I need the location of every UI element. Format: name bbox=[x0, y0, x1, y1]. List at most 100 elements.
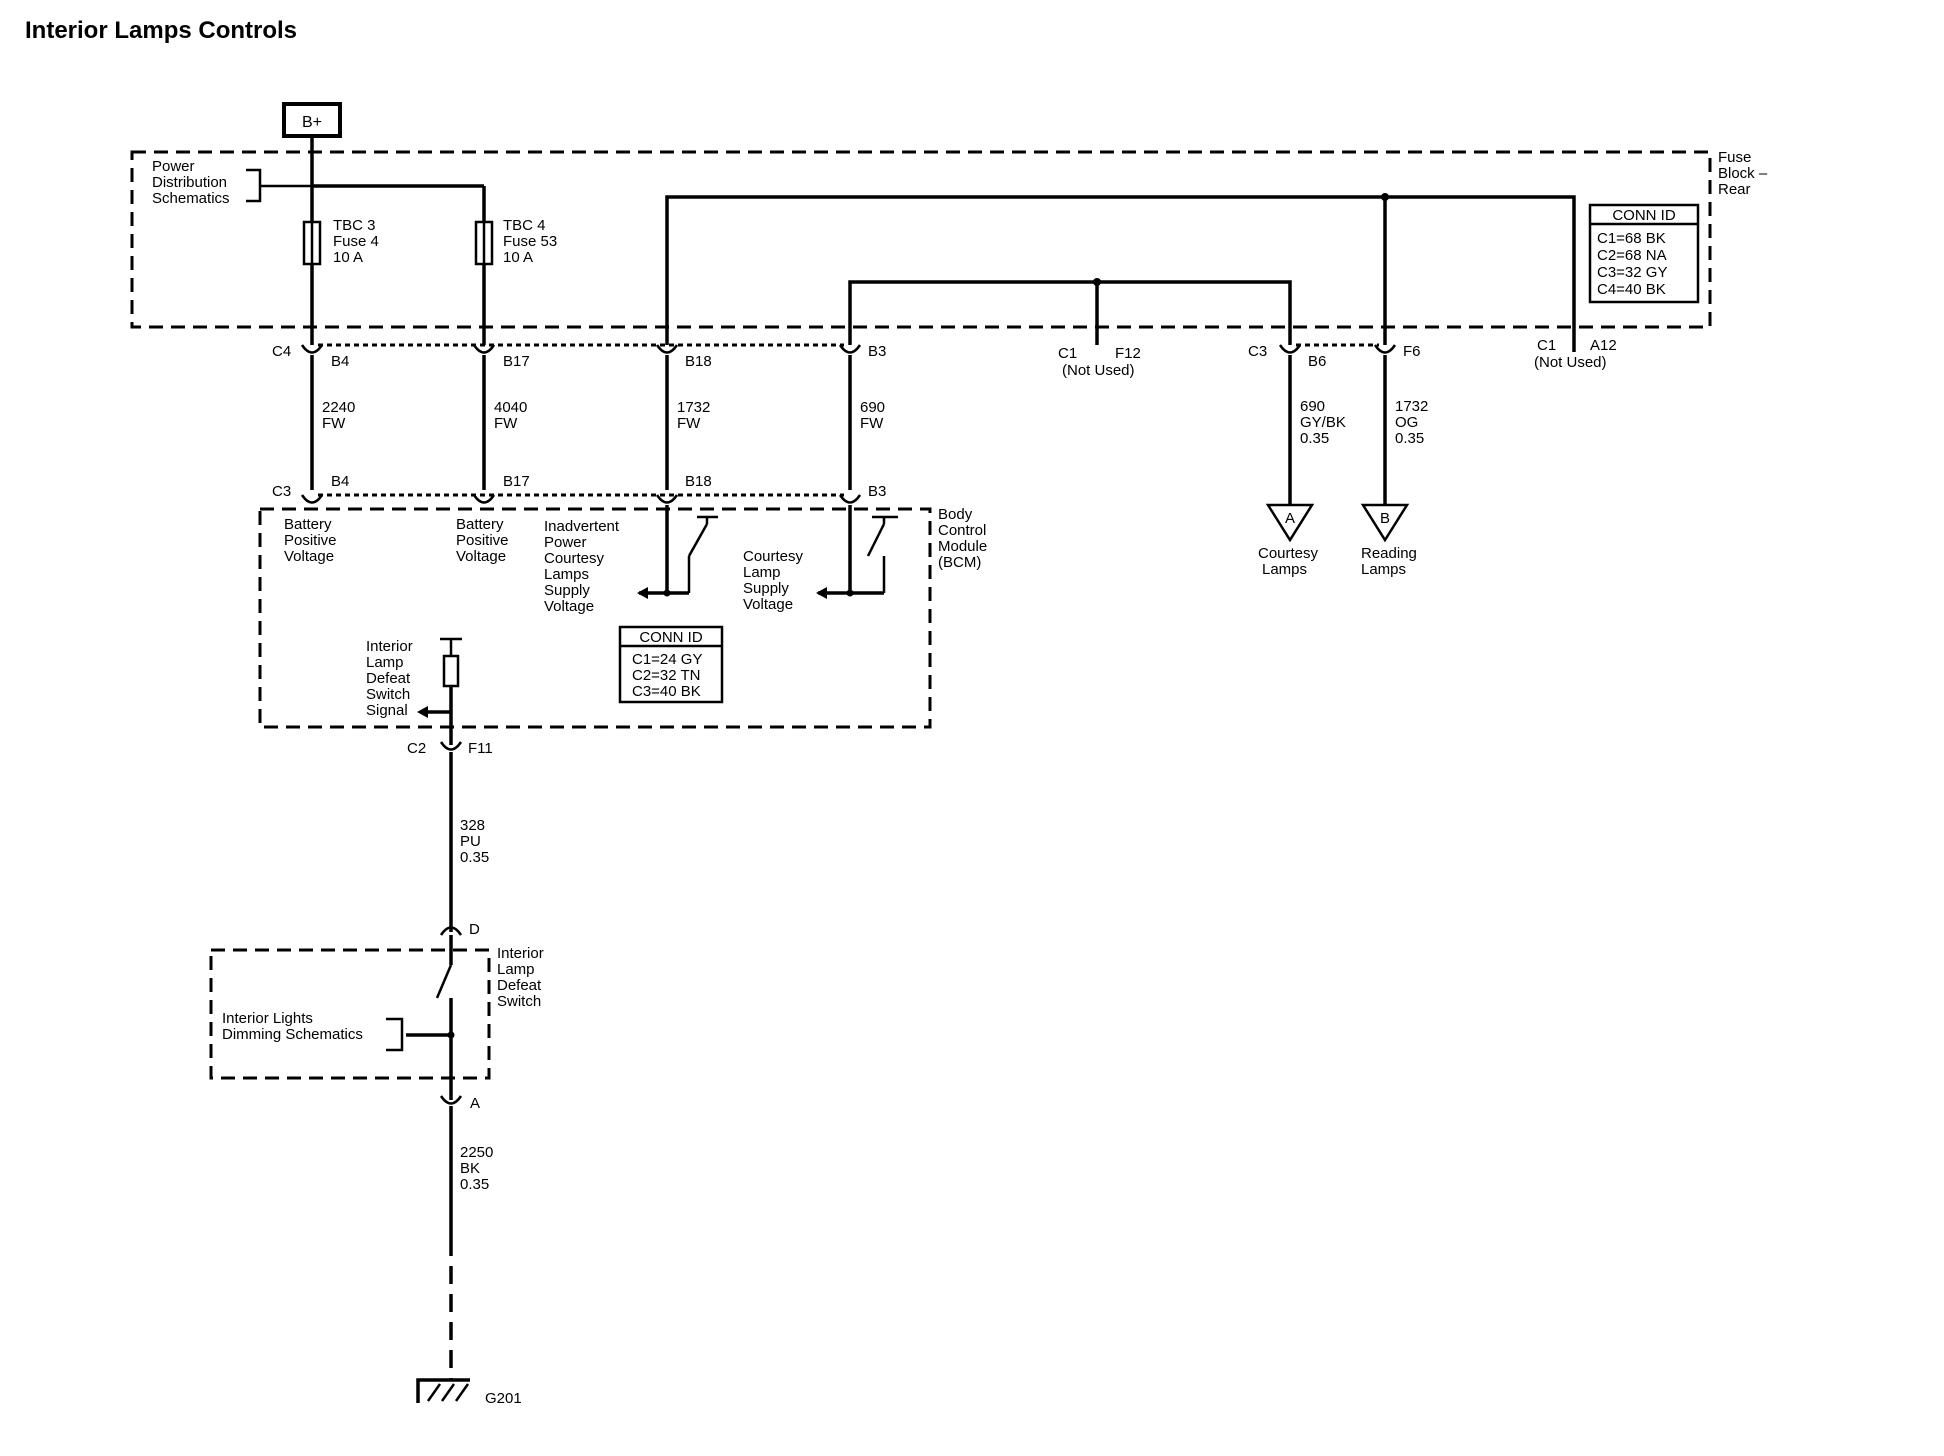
wire-2250-label: 2250 BK 0.35 bbox=[460, 1144, 493, 1193]
svg-text:Supply: Supply bbox=[544, 582, 590, 599]
svg-text:Control: Control bbox=[938, 522, 986, 539]
svg-text:B18: B18 bbox=[685, 353, 712, 370]
svg-text:A12: A12 bbox=[1590, 337, 1617, 354]
svg-text:C1=24 GY: C1=24 GY bbox=[632, 651, 702, 668]
wire-labels-upper: 2240 FW 4040 FW 1732 FW 690 FW bbox=[322, 399, 885, 432]
svg-text:C1: C1 bbox=[1058, 345, 1077, 362]
svg-text:B18: B18 bbox=[685, 473, 712, 490]
courtesy-lamps-connector: A Courtesy Lamps bbox=[1258, 503, 1319, 578]
splice-dot bbox=[1093, 278, 1101, 286]
svg-text:A: A bbox=[1285, 510, 1295, 527]
svg-text:Interior: Interior bbox=[366, 638, 413, 655]
svg-text:Defeat: Defeat bbox=[497, 977, 542, 994]
svg-text:Lamp: Lamp bbox=[743, 564, 781, 581]
svg-text:TBC 3: TBC 3 bbox=[333, 217, 376, 234]
bcm-courtesy-switch bbox=[816, 505, 898, 599]
reading-lamps-connector: B Reading Lamps bbox=[1360, 503, 1417, 578]
svg-text:FW: FW bbox=[494, 415, 518, 432]
svg-text:B17: B17 bbox=[503, 353, 530, 370]
svg-text:FW: FW bbox=[860, 415, 884, 432]
c2-connector-labels: C2 F11 bbox=[407, 740, 493, 757]
bcm-defeat-signal-input bbox=[417, 637, 462, 745]
bcm-enclosure bbox=[258, 507, 932, 729]
svg-text:Voltage: Voltage bbox=[284, 548, 334, 565]
svg-text:Fuse 4: Fuse 4 bbox=[333, 233, 379, 250]
svg-text:OG: OG bbox=[1395, 414, 1418, 431]
svg-text:Lamp: Lamp bbox=[497, 961, 535, 978]
power-distribution-ref: Power Distribution Schematics bbox=[152, 158, 312, 207]
ground-label: G201 bbox=[485, 1390, 522, 1407]
wire-328-label: 328 PU 0.35 bbox=[460, 817, 489, 866]
fuse-block-label: Fuse Block – Rear bbox=[1718, 149, 1768, 198]
svg-text:2250: 2250 bbox=[460, 1144, 493, 1161]
svg-text:Switch: Switch bbox=[497, 993, 541, 1010]
bcm-inadvertent-power-label: Inadvertent Power Courtesy Lamps Supply … bbox=[544, 518, 620, 615]
wire-labels-right: 690 GY/BK 0.35 1732 OG 0.35 bbox=[1300, 398, 1428, 447]
svg-text:B17: B17 bbox=[503, 473, 530, 490]
svg-text:C2=32 TN: C2=32 TN bbox=[632, 667, 701, 684]
svg-text:B4: B4 bbox=[331, 473, 349, 490]
svg-text:C3: C3 bbox=[272, 483, 291, 500]
svg-text:Reading: Reading bbox=[1361, 545, 1417, 562]
defeat-switch-contacts bbox=[406, 935, 455, 1100]
svg-text:PU: PU bbox=[460, 833, 481, 850]
connector-d-label: D bbox=[469, 921, 480, 938]
svg-text:C2: C2 bbox=[407, 740, 426, 757]
svg-text:10 A: 10 A bbox=[333, 249, 363, 266]
svg-text:4040: 4040 bbox=[494, 399, 527, 416]
svg-text:B4: B4 bbox=[331, 353, 349, 370]
fuse-block-rear-enclosure bbox=[130, 150, 1712, 329]
svg-text:Signal: Signal bbox=[366, 702, 408, 719]
bus-b18-a12 bbox=[665, 195, 1576, 345]
svg-text:C1: C1 bbox=[1537, 337, 1556, 354]
page-title: Interior Lamps Controls bbox=[25, 17, 297, 44]
svg-text:C4: C4 bbox=[272, 343, 291, 360]
svg-text:(Not Used): (Not Used) bbox=[1062, 362, 1135, 379]
fuse-4-label: TBC 3 Fuse 4 10 A bbox=[333, 217, 379, 266]
svg-text:FW: FW bbox=[677, 415, 701, 432]
svg-text:Lamps: Lamps bbox=[1361, 561, 1406, 578]
bus-b3-b6 bbox=[848, 280, 1292, 345]
fuse-53-label: TBC 4 Fuse 53 10 A bbox=[503, 217, 557, 266]
svg-text:Module: Module bbox=[938, 538, 987, 555]
svg-text:Courtesy: Courtesy bbox=[743, 548, 804, 565]
svg-text:Interior: Interior bbox=[497, 945, 544, 962]
svg-text:Fuse 53: Fuse 53 bbox=[503, 233, 557, 250]
svg-text:C1=68 BK: C1=68 BK bbox=[1597, 230, 1666, 247]
top-connector-pins bbox=[300, 344, 1397, 354]
splice-dot bbox=[1381, 193, 1389, 201]
svg-text:(BCM): (BCM) bbox=[938, 554, 981, 571]
svg-text:Courtesy: Courtesy bbox=[544, 550, 605, 567]
svg-text:Inadvertent: Inadvertent bbox=[544, 518, 620, 535]
bcm-label: Body Control Module (BCM) bbox=[938, 506, 987, 571]
defeat-switch-connector-a bbox=[439, 1095, 463, 1105]
svg-text:1732: 1732 bbox=[677, 399, 710, 416]
svg-text:Lamps: Lamps bbox=[1262, 561, 1307, 578]
bplus-label: B+ bbox=[302, 114, 322, 131]
svg-text:Battery: Battery bbox=[284, 516, 332, 533]
top-connector-labels: C4 B4 B17 B18 B3 C1 F12 (Not Used) C3 B6… bbox=[272, 337, 1617, 379]
svg-text:TBC 4: TBC 4 bbox=[503, 217, 546, 234]
svg-text:C3: C3 bbox=[1248, 343, 1267, 360]
svg-text:0.35: 0.35 bbox=[1395, 430, 1424, 447]
svg-text:Lamp: Lamp bbox=[366, 654, 404, 671]
defeat-switch-enclosure bbox=[209, 948, 491, 1080]
svg-text:0.35: 0.35 bbox=[460, 849, 489, 866]
svg-text:0.35: 0.35 bbox=[1300, 430, 1329, 447]
svg-text:GY/BK: GY/BK bbox=[1300, 414, 1346, 431]
bcm-battery-positive-voltage-2: Battery Positive Voltage bbox=[456, 516, 509, 565]
svg-text:C3=32 GY: C3=32 GY bbox=[1597, 264, 1667, 281]
ground-icon bbox=[416, 1378, 470, 1403]
svg-text:C2=68 NA: C2=68 NA bbox=[1597, 247, 1667, 264]
svg-text:Dimming Schematics: Dimming Schematics bbox=[222, 1026, 363, 1043]
connector-a-label: A bbox=[470, 1095, 480, 1112]
svg-text:0.35: 0.35 bbox=[460, 1176, 489, 1193]
svg-text:Courtesy: Courtesy bbox=[1258, 545, 1319, 562]
svg-text:Voltage: Voltage bbox=[456, 548, 506, 565]
svg-text:Defeat: Defeat bbox=[366, 670, 411, 687]
svg-text:CONN ID: CONN ID bbox=[1612, 207, 1676, 224]
svg-text:CONN ID: CONN ID bbox=[639, 629, 703, 646]
svg-text:Voltage: Voltage bbox=[743, 596, 793, 613]
svg-text:FW: FW bbox=[322, 415, 346, 432]
